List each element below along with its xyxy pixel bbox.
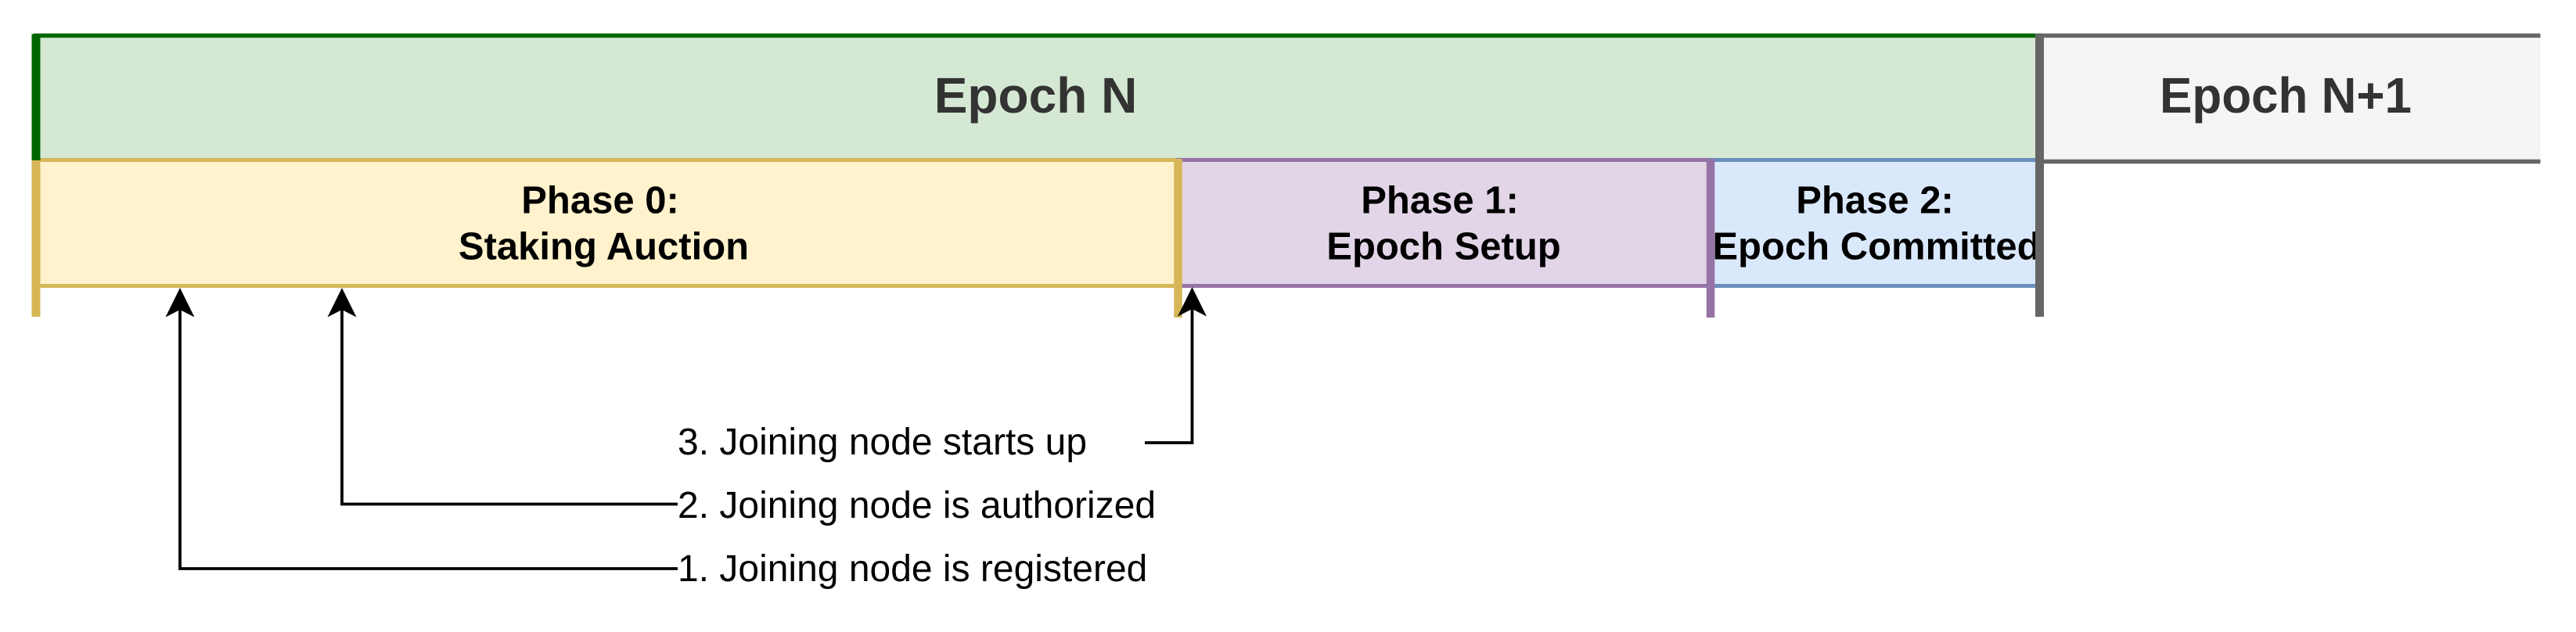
svg-text:Epoch Committed: Epoch Committed (1712, 226, 2040, 268)
svg-text:Epoch N: Epoch N (934, 67, 1138, 124)
svg-text:3. Joining node starts up: 3. Joining node starts up (678, 422, 1087, 463)
svg-text:1. Joining node is registered: 1. Joining node is registered (678, 548, 1147, 590)
svg-text:Phase 2:: Phase 2: (1796, 180, 1954, 222)
svg-text:Epoch Setup: Epoch Setup (1326, 226, 1560, 268)
svg-text:Phase 0:: Phase 0: (521, 180, 679, 222)
svg-text:Phase 1:: Phase 1: (1361, 180, 1519, 222)
svg-text:Staking Auction: Staking Auction (459, 226, 749, 268)
svg-text:2. Joining node is authorized: 2. Joining node is authorized (678, 485, 1156, 526)
svg-text:Epoch N+1: Epoch N+1 (2160, 67, 2412, 124)
